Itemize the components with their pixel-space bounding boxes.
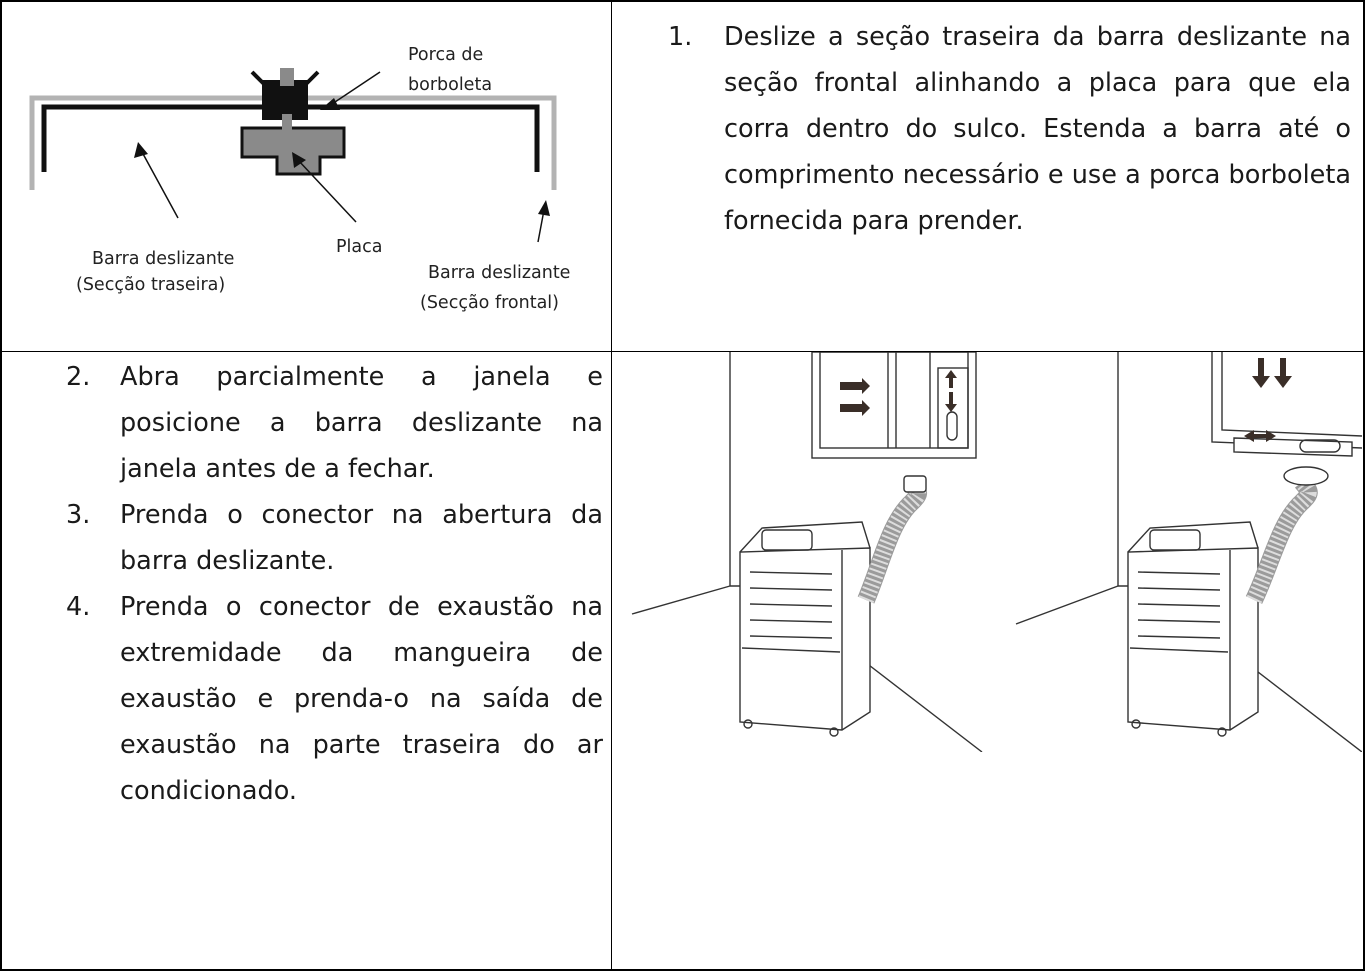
plate-shape — [240, 126, 346, 176]
slide-bar-opening — [946, 411, 958, 441]
window-connector-left — [903, 475, 927, 493]
up-arrow-icon — [945, 370, 957, 388]
bolt-shaft — [282, 114, 292, 154]
steps-2-4-cell: 2. Abra parcialmente a janela e posicion… — [0, 351, 612, 971]
step-1-cell: 1. Deslize a seção traseira da barra des… — [611, 0, 1365, 352]
step-2-number: 2. — [66, 362, 91, 392]
plate-leader — [297, 159, 357, 223]
right-arrow-icon — [840, 400, 870, 416]
step-3-text: Prenda o conector na abertura da barra d… — [120, 500, 603, 576]
rear-section-arrowhead — [134, 142, 148, 158]
step-3-number: 3. — [66, 500, 91, 530]
slide-bar-diagram-cell: Porca de borboleta Placa Barra deslizant… — [0, 0, 612, 352]
step-2-text: Abra parcialmente a janela e posicione a… — [120, 362, 603, 484]
step-1-text: Deslize a seção traseira da barra desliz… — [724, 22, 1351, 236]
installation-illustrations — [631, 351, 1363, 753]
label-front-section-line1: Barra deslizante — [428, 263, 570, 283]
front-section-arrowhead — [538, 200, 550, 216]
wing-nut-left-wing — [250, 70, 266, 86]
vertical-window-scene — [631, 351, 983, 753]
label-wing-nut-line1: Porca de — [408, 45, 483, 65]
left-right-arrow-icon — [1244, 430, 1276, 442]
installation-illustration-cell — [611, 351, 1365, 971]
wing-nut-right-wing — [304, 70, 320, 86]
step-3: 3. Prenda o conector na abertura da barr… — [66, 492, 603, 584]
label-wing-nut-line2: borboleta — [408, 75, 492, 95]
down-arrow-icon — [1252, 358, 1270, 388]
wing-nut-arrowhead — [320, 98, 340, 110]
right-arrow-icon — [840, 378, 870, 394]
rear-section-leader — [141, 151, 179, 219]
window-connector-right — [1283, 466, 1329, 486]
slide-bar-diagram: Porca de borboleta Placa Barra deslizant… — [29, 45, 570, 313]
exhaust-hose-left — [857, 478, 927, 604]
plate-arrowhead — [292, 152, 306, 168]
step-2: 2. Abra parcialmente a janela e posicion… — [66, 354, 603, 492]
wing-nut-stem — [280, 68, 294, 86]
air-conditioner-unit-left — [739, 521, 871, 737]
air-conditioner-unit-right — [1127, 521, 1259, 737]
down-arrow-icon — [945, 392, 957, 412]
slide-bar-opening-horizontal — [1299, 439, 1341, 453]
step-1-number: 1. — [668, 22, 693, 52]
step-1: 1. Deslize a seção traseira da barra des… — [668, 14, 1351, 244]
step-4: 4. Prenda o conector de exaustão na extr… — [66, 584, 603, 814]
horizontal-window-scene — [1015, 352, 1363, 753]
wing-nut-body — [262, 80, 308, 120]
label-rear-section-line1: Barra deslizante — [92, 249, 234, 269]
step-4-number: 4. — [66, 592, 91, 622]
steps-list: 2. Abra parcialmente a janela e posicion… — [66, 354, 603, 814]
down-arrow-icon — [1274, 358, 1292, 388]
label-plate: Placa — [336, 237, 382, 257]
wing-nut-leader — [331, 71, 381, 105]
label-rear-section-line2: (Secção traseira) — [76, 275, 225, 295]
label-front-section-line2: (Secção frontal) — [420, 293, 559, 313]
step-4-text: Prenda o conector de exaustão na extremi… — [120, 592, 603, 806]
front-section-leader — [537, 209, 545, 243]
